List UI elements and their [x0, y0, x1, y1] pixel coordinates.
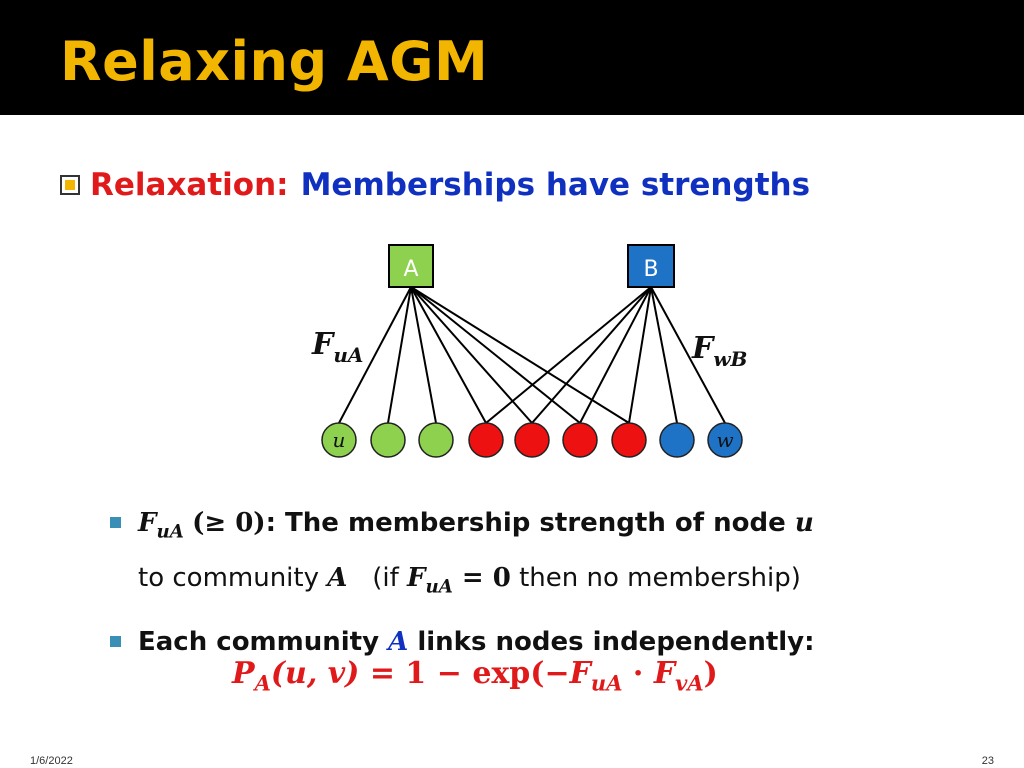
- graph-node: [611, 422, 647, 458]
- membership-edges: [338, 286, 726, 424]
- headline-relaxation: Relaxation:: [90, 167, 289, 203]
- membership-edge: [650, 286, 678, 424]
- graph-node: [370, 422, 406, 458]
- headline-memberships: Memberships have strengths: [300, 167, 811, 203]
- community-label-a: A: [403, 257, 418, 282]
- community-box-a: [388, 244, 434, 288]
- graph-node: [562, 422, 598, 458]
- membership-edge: [485, 286, 652, 424]
- slide-title: Relaxing AGM: [60, 30, 489, 93]
- checkbox-bullet-icon: [60, 175, 80, 195]
- footer-date: 1/6/2022: [30, 755, 73, 767]
- probability-formula: PA(u, v) = 1 − exp(−FuA · FvA): [232, 656, 718, 696]
- graph-node-label: u: [333, 428, 346, 452]
- graph-node: [468, 422, 504, 458]
- membership-edge: [410, 286, 581, 424]
- label-fua-left: FuA: [311, 327, 363, 367]
- bullet-independent-links: Each community A links nodes independent…: [108, 619, 1008, 665]
- community-label-b: B: [643, 257, 658, 282]
- graph-node: [418, 422, 454, 458]
- label-fwb-right: FwB: [691, 331, 747, 371]
- membership-edge: [628, 286, 652, 424]
- community-box-b: [627, 244, 675, 288]
- membership-edge: [410, 286, 630, 424]
- membership-edge: [410, 286, 533, 424]
- square-bullet-icon: [110, 635, 121, 647]
- square-bullet-icon: [110, 517, 121, 528]
- membership-edge: [650, 286, 726, 424]
- membership-edge: [338, 286, 412, 424]
- bullet-list: FuA (≥ 0): The membership strength of no…: [108, 500, 1008, 665]
- membership-edge: [410, 286, 487, 424]
- graph-node: [321, 422, 357, 458]
- membership-edge: [387, 286, 412, 424]
- graph-node: [707, 422, 743, 458]
- footer-page-number: 23: [981, 755, 994, 767]
- membership-edge: [410, 286, 437, 424]
- title-bar: Relaxing AGM: [0, 0, 1024, 115]
- graph-node-label: w: [716, 428, 733, 452]
- bullet-membership-strength: FuA (≥ 0): The membership strength of no…: [108, 500, 1008, 611]
- graph-node: [514, 422, 550, 458]
- graph-node: [659, 422, 695, 458]
- headline: Relaxation: Memberships have strengths: [60, 160, 810, 210]
